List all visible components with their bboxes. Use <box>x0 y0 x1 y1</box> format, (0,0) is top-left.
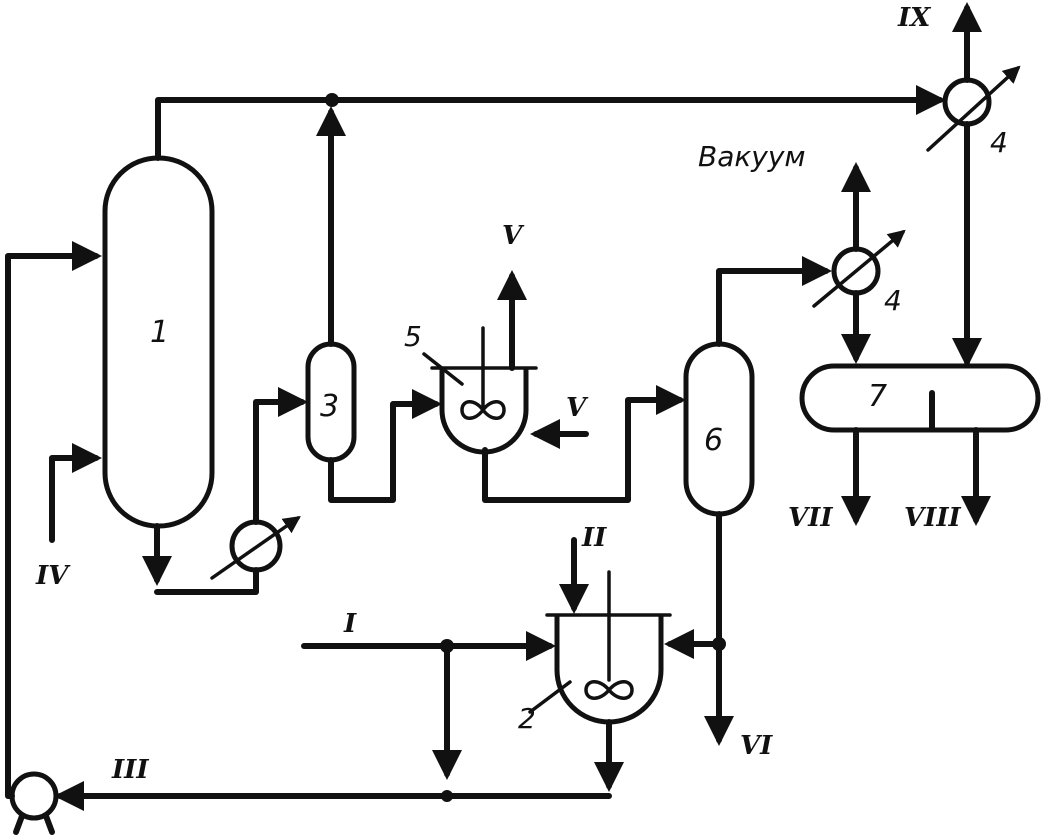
decanter-7 <box>799 363 1041 433</box>
stream-label-VII: VII <box>788 503 833 533</box>
vacuum-label: Вакуум <box>698 140 806 173</box>
stream-label-I: I <box>343 609 357 639</box>
equipment-labels: 1 2 3 4 4 5 6 7 <box>150 126 1008 735</box>
label-decanter-7: 7 <box>868 379 887 414</box>
stream-label-VIII: VIII <box>904 503 961 533</box>
reactor-5 <box>430 326 538 455</box>
stream-label-IX: IX <box>897 3 932 33</box>
stream-label-II: II <box>581 523 607 553</box>
label-separator-3: 3 <box>320 389 339 424</box>
label-heat-exchanger-4-top: 4 <box>990 126 1008 159</box>
pipelines <box>5 2 991 811</box>
label-reactor-2: 2 <box>518 702 536 735</box>
label-reactor-5: 5 <box>404 320 422 353</box>
pump <box>9 771 59 835</box>
stream-label-V-in: V <box>566 393 589 423</box>
stream-label-V-out: V <box>502 221 525 251</box>
label-heat-exchanger-4-mid: 4 <box>884 284 902 317</box>
stream-label-III: III <box>111 755 149 785</box>
label-separator-6: 6 <box>704 423 723 458</box>
stream-label-IV: IV <box>35 561 71 591</box>
stream-labels: I II III IV V V VI VII VIII IX Вакуум <box>35 3 961 785</box>
stream-label-VI: VI <box>740 731 773 761</box>
label-column-1: 1 <box>150 315 169 350</box>
reactor-2 <box>545 570 672 725</box>
